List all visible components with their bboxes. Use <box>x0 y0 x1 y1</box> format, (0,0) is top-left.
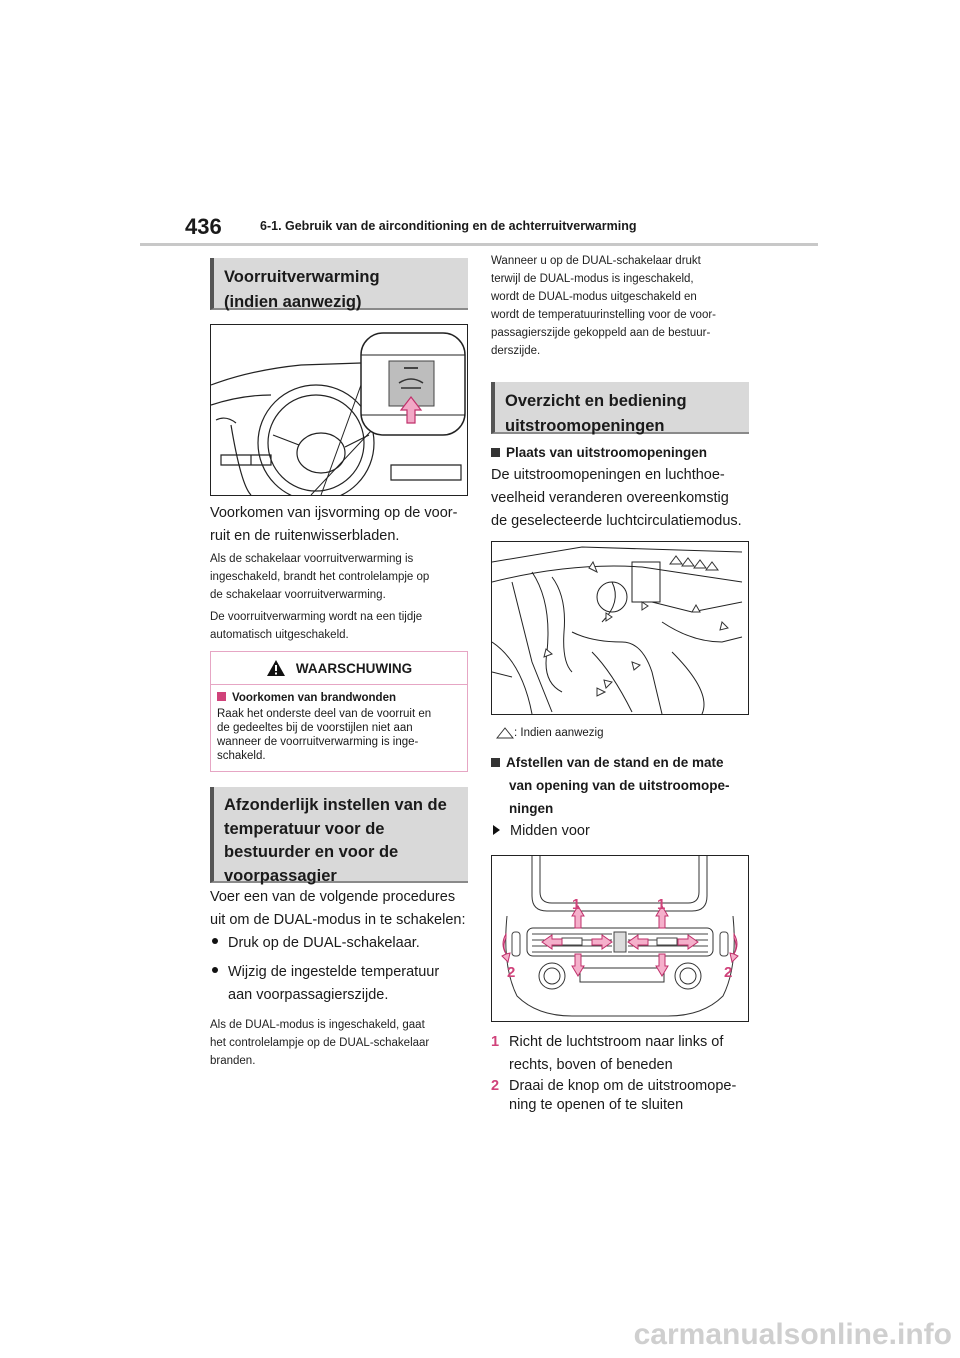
bullet-text: Wijzig de ingestelde temperatuur <box>228 964 440 980</box>
text-line: de gedeeltes bij de voorstijlen niet aan <box>217 722 413 734</box>
section-title-line: Overzicht en bediening <box>505 392 687 410</box>
text-line: De uitstroomopeningen en luchthoe- <box>491 467 725 483</box>
text-line: wordt de temperatuurinstelling voor de v… <box>491 309 717 321</box>
chapter-title: 6-1. Gebruik van de airconditioning en d… <box>260 219 637 233</box>
subheading-vent-location: Plaats van uitstroomopeningen <box>491 441 761 464</box>
step-text: Draai de knop om de uitstroomope- <box>509 1078 737 1094</box>
cabin-illustration <box>492 546 743 714</box>
warning-header: WAARSCHUWING <box>211 652 467 685</box>
warning-title: WAARSCHUWING <box>295 660 413 676</box>
pink-square-icon <box>217 692 226 701</box>
text-line: de geselecteerde luchtcirculatiemodus. <box>491 513 742 529</box>
bullet-icon <box>212 967 218 973</box>
section-title-line: uitstroomopeningen <box>505 417 665 435</box>
subheading-text: Plaats van uitstroomopeningen <box>506 445 708 460</box>
paragraph-dual: Voer een van de volgende procedures uit … <box>210 886 480 932</box>
step-2: 2 Draai de knop om de uitstroomope- ning … <box>491 1077 761 1115</box>
section-title-line: Afzonderlijk instellen van de <box>224 796 447 814</box>
text-line: automatisch uitgeschakeld. <box>210 629 349 641</box>
bullet-item: Druk op de DUAL-schakelaar. <box>212 932 482 955</box>
section-title-line: Voorruitverwarming <box>224 268 380 286</box>
warning-box: WAARSCHUWING Voorkomen van brandwonden R… <box>210 651 468 772</box>
note-dual-indicator: Als de DUAL-modus is ingeschakeld, gaat … <box>210 1016 480 1070</box>
section-title-line: temperatuur voor de <box>224 819 385 838</box>
text-line: Voer een van de volgende procedures <box>210 889 456 905</box>
text-line: De voorruitverwarming wordt na een tijdj… <box>210 611 423 623</box>
step-number: 1 <box>491 1034 500 1050</box>
section-title-line: voorpassagier <box>224 866 337 885</box>
figure-windshield-switch <box>210 324 468 496</box>
triangle-bullet-icon <box>493 825 500 835</box>
bullet-text: Druk op de DUAL-schakelaar. <box>228 935 420 951</box>
note-auto-off: De voorruitverwarming wordt na een tijdj… <box>210 608 480 644</box>
text-line: Wanneer u op de DUAL-schakelaar drukt <box>491 255 701 267</box>
paragraph-intro: Voorkomen van ijsvorming op de voor- rui… <box>210 502 480 548</box>
subitem-text: Midden voor <box>510 823 590 839</box>
text-line: derszijde. <box>491 345 541 357</box>
text-line: het controlelampje op de DUAL-schakelaar <box>210 1037 430 1049</box>
section-title-vents: Overzicht en bediening uitstroomopeninge… <box>491 382 749 435</box>
text-line: wordt de DUAL-modus uitgeschakeld en <box>491 291 697 303</box>
text-line: Als de DUAL-modus is ingeschakeld, gaat <box>210 1019 425 1031</box>
figure-legend: : Indien aanwezig <box>496 727 766 739</box>
warning-subtitle-text: Voorkomen van brandwonden <box>232 692 396 704</box>
bullet-icon <box>212 938 218 944</box>
subheading-vent-adjust: Afstellen van de stand en de mate van op… <box>491 751 761 820</box>
text-line: Als de schakelaar voorruitverwarming is <box>210 553 414 565</box>
center-vent-illustration <box>501 856 739 1017</box>
section-title-line: (indien aanwezig) <box>224 293 362 311</box>
note-dual-off: Wanneer u op de DUAL-schakelaar drukt te… <box>491 252 761 360</box>
text-line: terwijl de DUAL-modus is ingeschakeld, <box>491 273 694 285</box>
square-bullet-icon <box>491 448 500 457</box>
text-line: schakeld. <box>217 750 266 762</box>
subheading-text: van opening van de uitstroomope- <box>509 778 730 793</box>
warning-subtitle: Voorkomen van brandwonden <box>217 690 461 707</box>
figure-label-2-right: 2 <box>724 964 733 981</box>
dashboard-illustration <box>211 332 466 495</box>
square-bullet-icon <box>491 758 500 767</box>
warning-body: Raak het onderste deel van de voorruit e… <box>217 707 461 763</box>
figure-label-1-right: 1 <box>657 896 666 913</box>
figure-label-1-left: 1 <box>572 896 581 913</box>
step-text: rechts, boven of beneden <box>509 1057 673 1073</box>
legend-text: : Indien aanwezig <box>514 727 604 739</box>
text-line: wanneer de voorruitverwarming is inge- <box>217 736 419 748</box>
warning-triangle-icon <box>266 660 285 676</box>
header-divider <box>140 243 818 246</box>
text-line: uit om de DUAL-modus in te schakelen: <box>210 912 466 928</box>
text-line: branden. <box>210 1055 256 1067</box>
text-line: Voorkomen van ijsvorming op de voor- <box>210 505 458 521</box>
watermark: carmanualsonline.info <box>633 1318 952 1351</box>
section-title-dual: Afzonderlijk instellen van de temperatuu… <box>210 787 468 885</box>
bullet-text: aan voorpassagierszijde. <box>228 987 389 1003</box>
text-line: ingeschakeld, brandt het controlelampje … <box>210 571 430 583</box>
paragraph-vents: De uitstroomopeningen en luchthoe- veelh… <box>491 464 761 533</box>
subheading-text: Afstellen van de stand en de mate <box>506 755 724 770</box>
text-line: veelheid veranderen overeenkomstig <box>491 490 729 506</box>
text-line: passagierszijde gekoppeld aan de bestuur… <box>491 327 711 339</box>
optional-vent-icon <box>496 727 514 739</box>
step-1: 1 Richt de luchtstroom naar links of rech… <box>491 1031 761 1077</box>
subitem-center-front: Midden voor <box>493 820 763 843</box>
note-indicator: Als de schakelaar voorruitverwarming is … <box>210 550 480 604</box>
page-number: 436 <box>185 214 222 239</box>
step-number: 2 <box>491 1078 500 1094</box>
step-text: ning te openen of te sluiten <box>509 1097 684 1113</box>
section-title-line: bestuurder en voor de <box>224 843 399 861</box>
step-text: Richt de luchtstroom naar links of <box>509 1034 724 1050</box>
figure-vent-locations <box>491 541 749 715</box>
section-title-windshield-heater: Voorruitverwarming (indien aanwezig) <box>210 258 468 311</box>
text-line: ruit en de ruitenwisserbladen. <box>210 528 400 544</box>
figure-label-2-left: 2 <box>507 964 516 981</box>
subheading-text: ningen <box>509 801 554 816</box>
text-line: de schakelaar voorruitverwarming. <box>210 589 386 601</box>
figure-center-vents: 1 1 2 2 <box>491 855 749 1022</box>
bullet-item: Wijzig de ingestelde temperatuur aan voo… <box>212 961 482 1007</box>
text-line: Raak het onderste deel van de voorruit e… <box>217 708 432 720</box>
